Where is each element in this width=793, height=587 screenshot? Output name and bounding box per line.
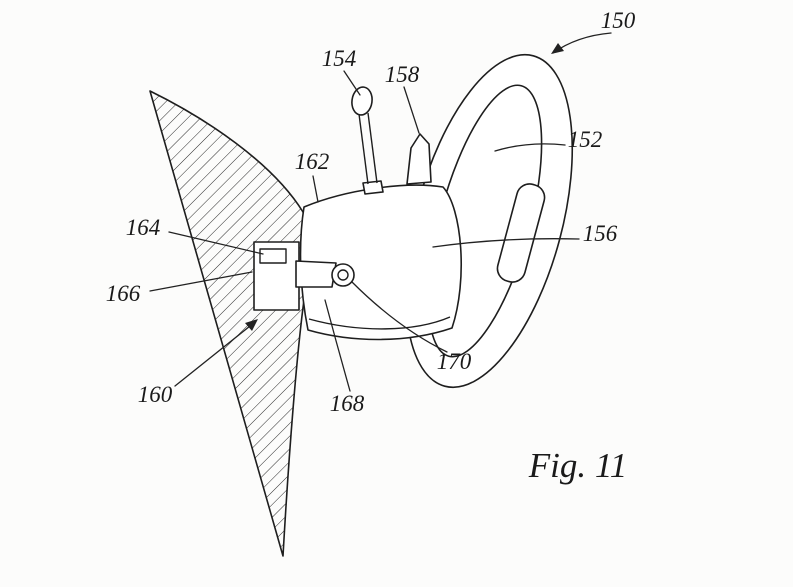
stalk-knob: [351, 86, 373, 116]
eyelet-inner: [337, 269, 349, 281]
ref-label-150: 150: [601, 8, 636, 33]
leader-170: [351, 281, 448, 353]
wheel-hub: [496, 183, 546, 283]
leader-166: [149, 271, 253, 292]
ref-label-158: 158: [385, 62, 420, 87]
ref-label-166: 166: [106, 281, 141, 306]
ref-label-154: 154: [322, 46, 357, 71]
stalk-base: [362, 180, 384, 195]
link-strip: [295, 260, 337, 288]
leader-158: [403, 86, 420, 134]
ref-label-164: 164: [126, 215, 161, 240]
arrowhead-150: [551, 43, 564, 54]
bracket-inner-detail: [259, 248, 287, 264]
leader-lines: [149, 32, 612, 392]
leader-162: [312, 175, 319, 203]
leader-156: [432, 238, 580, 248]
leader-154: [343, 70, 361, 96]
leader-164: [168, 231, 264, 255]
ref-label-162: 162: [295, 149, 330, 174]
reference-labels: 150 152 154 156 158 160 162 164 166 168 …: [106, 8, 636, 416]
ref-label-156: 156: [583, 221, 618, 246]
stalk-shaft-left: [358, 113, 369, 185]
leader-168: [324, 299, 351, 392]
eyelet-outer: [331, 263, 355, 287]
dashboard-panel-hatched: [149, 90, 310, 557]
ref-label-168: 168: [330, 391, 365, 416]
ref-label-170: 170: [437, 349, 472, 374]
column-body: [299, 184, 463, 341]
bracket-body: [253, 241, 300, 311]
arrowhead-160: [245, 319, 258, 331]
link-arm: [295, 260, 355, 288]
ref-label-160: 160: [138, 382, 173, 407]
leader-152: [494, 143, 566, 152]
control-stalk: [351, 86, 384, 195]
stalk-shaft-right: [367, 112, 378, 184]
leader-160: [174, 321, 256, 387]
mounting-bracket: [253, 241, 300, 311]
figure-caption: Fig. 11: [528, 446, 628, 485]
column-seam-line: [308, 316, 451, 330]
column-fin: [406, 133, 432, 185]
steering-column: [299, 184, 463, 341]
ref-label-152: 152: [568, 127, 603, 152]
